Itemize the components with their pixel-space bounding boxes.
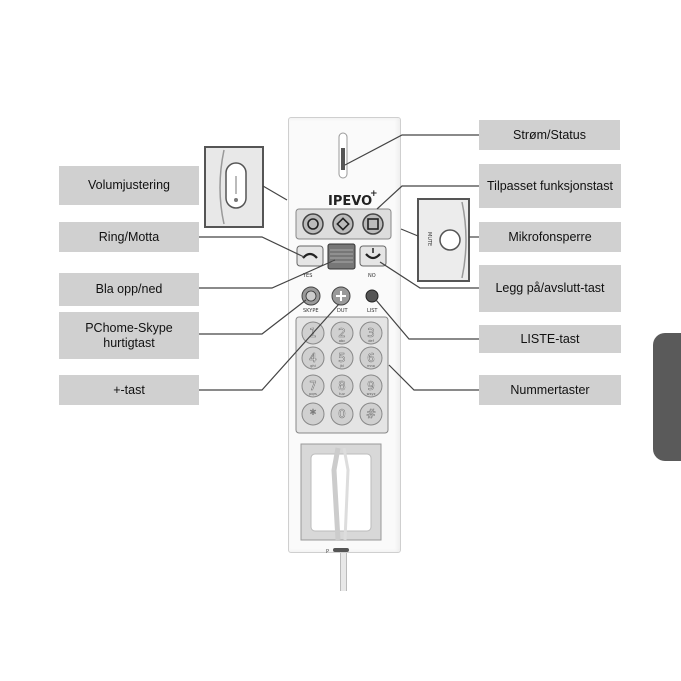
keypad-key-label: 5 — [338, 351, 346, 365]
keypad-key-label: * — [310, 407, 316, 421]
keypad-key-9[interactable]: * — [302, 403, 324, 425]
keypad-key-letters: abc — [339, 339, 345, 343]
line-strom-status — [345, 135, 479, 165]
volume-inset — [205, 147, 263, 227]
bottom-mark: P — [326, 549, 329, 555]
brand-mark: + — [370, 189, 378, 199]
line-mute-connector — [401, 229, 418, 236]
keypad-key-label: 0 — [338, 407, 346, 421]
skype-button[interactable] — [302, 287, 320, 305]
line-pchome — [199, 300, 306, 334]
function-key-diamond[interactable] — [333, 214, 353, 234]
keypad-key-label: 8 — [338, 379, 346, 393]
bottom-slot — [333, 548, 349, 552]
mute-inset — [418, 199, 469, 281]
keypad-key-11[interactable]: # — [360, 403, 382, 425]
keypad-key-label: 6 — [367, 351, 375, 365]
status-indicator-light — [341, 148, 345, 170]
no-label: NO — [368, 273, 376, 279]
line-liste — [376, 300, 479, 339]
skype-label: SKYPE — [303, 308, 319, 314]
scroll-wheel[interactable] — [328, 244, 355, 269]
line-nummertaster — [389, 365, 479, 390]
function-key-square[interactable] — [363, 214, 383, 234]
keypad-key-label: 4 — [309, 351, 317, 365]
keypad-key-label: 2 — [338, 326, 346, 340]
keypad-key-letters: jkl — [339, 364, 344, 368]
keypad-key-letters: wxyz — [367, 392, 376, 396]
keypad-key-label: 3 — [367, 326, 375, 340]
keypad-key-letters: ghi — [310, 364, 315, 368]
keypad-key-label: 9 — [367, 379, 375, 393]
keypad-key-letters: mno — [367, 364, 375, 368]
keypad-key-10[interactable]: 0 — [331, 403, 353, 425]
line-ring-motta — [199, 237, 304, 257]
handset-slot-inner — [311, 454, 371, 531]
keypad-key-letters: def — [368, 339, 374, 343]
list-label: LIST — [367, 308, 378, 314]
keypad-key-letters: tuv — [339, 392, 345, 396]
keypad-key-letters: pqrs — [309, 392, 317, 396]
keypad-key-label: 7 — [309, 379, 317, 393]
brand-logo: IPEVO — [328, 194, 372, 209]
line-volumjustering — [263, 186, 287, 200]
dut-label: DUT — [337, 308, 349, 314]
keypad-key-label: # — [366, 407, 376, 421]
plus-button[interactable] — [332, 287, 350, 305]
function-key-circle[interactable] — [303, 214, 323, 234]
mute-label: MUTE — [426, 232, 432, 246]
